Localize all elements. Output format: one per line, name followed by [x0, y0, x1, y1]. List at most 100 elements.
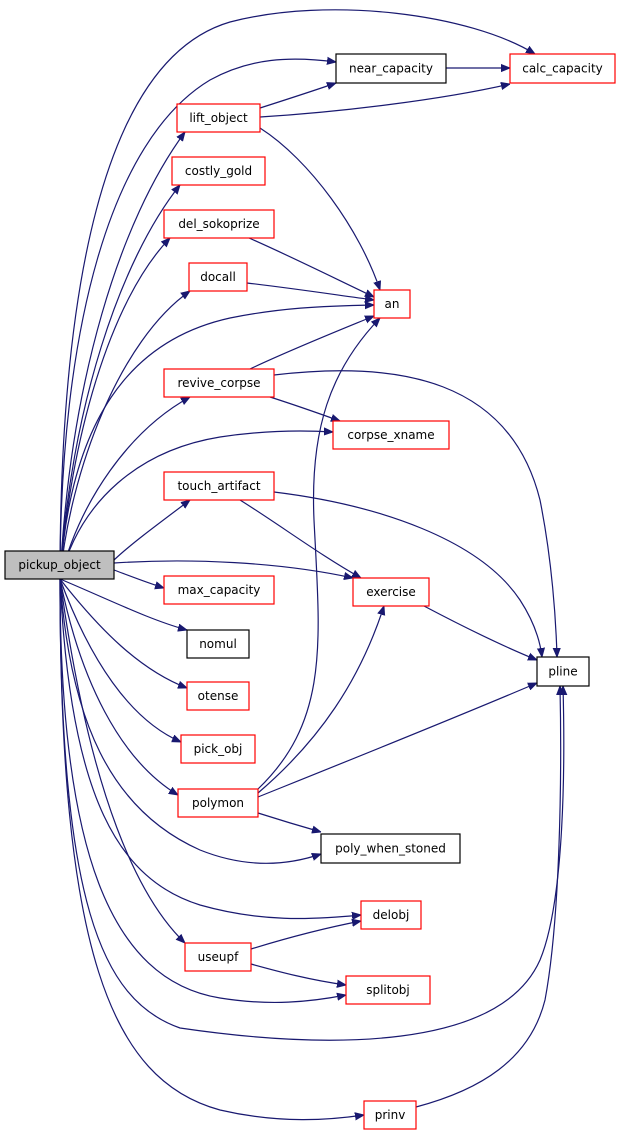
node-box-an[interactable] [373, 289, 411, 319]
edge-pickup_object-to-revive_corpse [59, 397, 190, 580]
node-box-del_sokoprize[interactable] [163, 209, 275, 239]
node-label-nomul: nomul [199, 637, 237, 651]
node-box-useupf[interactable] [184, 942, 252, 972]
edge-pickup_object-to-near_capacity [59, 59, 336, 580]
node-label-revive_corpse: revive_corpse [177, 376, 260, 390]
node-label-del_sokoprize: del_sokoprize [178, 217, 259, 231]
node-revive_corpse[interactable]: revive_corpse [163, 368, 275, 398]
node-pick_obj[interactable]: pick_obj [180, 734, 256, 764]
node-an[interactable]: an [373, 289, 411, 319]
node-label-calc_capacity: calc_capacity [522, 62, 603, 76]
edge-pickup_object-to-calc_capacity [59, 9, 535, 580]
node-label-pick_obj: pick_obj [194, 742, 243, 756]
edge-lift_object-to-an [259, 127, 380, 290]
node-label-near_capacity: near_capacity [349, 62, 433, 76]
edge-pickup_object-to-nomul [59, 578, 187, 630]
edge-touch_artifact-to-pline [273, 491, 542, 657]
edge-pickup_object-to-prinv [59, 578, 364, 1120]
node-delobj[interactable]: delobj [360, 900, 422, 930]
node-costly_gold[interactable]: costly_gold [171, 156, 266, 186]
node-calc_capacity[interactable]: calc_capacity [509, 53, 616, 84]
node-label-exercise: exercise [366, 585, 416, 599]
edge-pickup_object-to-pline [59, 578, 564, 1041]
node-label-an: an [385, 297, 400, 311]
node-box-max_capacity[interactable] [163, 575, 275, 605]
node-otense[interactable]: otense [186, 681, 250, 711]
node-box-pline[interactable] [536, 656, 590, 687]
node-corpse_xname[interactable]: corpse_xname [332, 420, 450, 450]
node-lift_object[interactable]: lift_object [176, 103, 261, 133]
node-box-touch_artifact[interactable] [163, 471, 275, 501]
node-box-splitobj[interactable] [345, 975, 431, 1005]
node-label-lift_object: lift_object [189, 111, 248, 125]
node-poly_when_stoned[interactable]: poly_when_stoned [320, 833, 461, 864]
node-box-poly_when_stoned[interactable] [320, 833, 461, 864]
edge-pickup_object-to-costly_gold [59, 185, 180, 580]
node-near_capacity[interactable]: near_capacity [335, 53, 447, 84]
edge-pickup_object-to-poly_when_stoned [59, 578, 321, 864]
edge-prinv-to-pline [415, 686, 561, 1108]
node-polymon[interactable]: polymon [177, 788, 259, 818]
node-box-revive_corpse[interactable] [163, 368, 275, 398]
edge-touch_artifact-to-exercise [239, 499, 361, 578]
node-label-pline: pline [548, 665, 577, 679]
node-del_sokoprize[interactable]: del_sokoprize [163, 209, 275, 239]
node-box-calc_capacity[interactable] [509, 53, 616, 84]
node-useupf[interactable]: useupf [184, 942, 252, 972]
edge-pickup_object-to-splitobj [59, 578, 346, 1004]
node-label-costly_gold: costly_gold [185, 164, 252, 178]
node-label-splitobj: splitobj [366, 983, 410, 997]
edge-del_sokoprize-to-an [248, 237, 374, 298]
edge-pickup_object-to-polymon [59, 578, 178, 795]
edge-pickup_object-to-pick_obj [59, 578, 181, 743]
edge-pickup_object-to-lift_object [59, 132, 185, 580]
node-splitobj[interactable]: splitobj [345, 975, 431, 1005]
node-label-otense: otense [198, 689, 239, 703]
edge-revive_corpse-to-corpse_xname [269, 396, 340, 421]
edge-pickup_object-to-touch_artifact [113, 500, 190, 561]
edge-pickup_object-to-exercise [113, 560, 353, 578]
node-exercise[interactable]: exercise [352, 577, 430, 607]
edge-pickup_object-to-max_capacity [113, 569, 164, 588]
edge-exercise-to-pline [423, 605, 537, 661]
node-label-pickup_object: pickup_object [18, 558, 101, 572]
node-box-docall[interactable] [188, 262, 248, 292]
edge-docall-to-an [246, 282, 374, 300]
node-box-near_capacity[interactable] [335, 53, 447, 84]
node-docall[interactable]: docall [188, 262, 248, 292]
node-label-touch_artifact: touch_artifact [177, 479, 260, 493]
node-label-max_capacity: max_capacity [178, 583, 261, 597]
edge-pickup_object-to-delobj [59, 578, 361, 919]
node-prinv[interactable]: prinv [363, 1100, 417, 1130]
node-box-corpse_xname[interactable] [332, 420, 450, 450]
node-label-corpse_xname: corpse_xname [347, 428, 434, 442]
edge-pickup_object-to-docall [59, 291, 190, 580]
edges-layer [59, 9, 564, 1120]
node-box-delobj[interactable] [360, 900, 422, 930]
node-pline[interactable]: pline [536, 656, 590, 687]
edge-useupf-to-splitobj [250, 963, 346, 985]
node-max_capacity[interactable]: max_capacity [163, 575, 275, 605]
edge-pickup_object-to-an [59, 305, 374, 580]
node-box-prinv[interactable] [363, 1100, 417, 1130]
node-box-otense[interactable] [186, 681, 250, 711]
node-box-polymon[interactable] [177, 788, 259, 818]
node-box-lift_object[interactable] [176, 103, 261, 133]
nodes-layer: pickup_object calc_capacity near_capacityl… [4, 53, 616, 1130]
edge-lift_object-to-near_capacity [259, 83, 336, 109]
edge-pickup_object-to-corpse_xname [59, 431, 333, 580]
node-pickup_object[interactable]: pickup_object [4, 550, 115, 580]
edge-revive_corpse-to-pline [273, 370, 557, 657]
node-label-docall: docall [200, 270, 236, 284]
node-touch_artifact[interactable]: touch_artifact [163, 471, 275, 501]
node-nomul[interactable]: nomul [186, 629, 250, 659]
node-box-pickup_object[interactable] [4, 550, 115, 580]
node-box-costly_gold[interactable] [171, 156, 266, 186]
node-box-nomul[interactable] [186, 629, 250, 659]
node-box-exercise[interactable] [352, 577, 430, 607]
node-label-delobj: delobj [373, 908, 410, 922]
node-label-useupf: useupf [198, 950, 239, 964]
node-box-pick_obj[interactable] [180, 734, 256, 764]
edge-pickup_object-to-useupf [59, 578, 185, 943]
